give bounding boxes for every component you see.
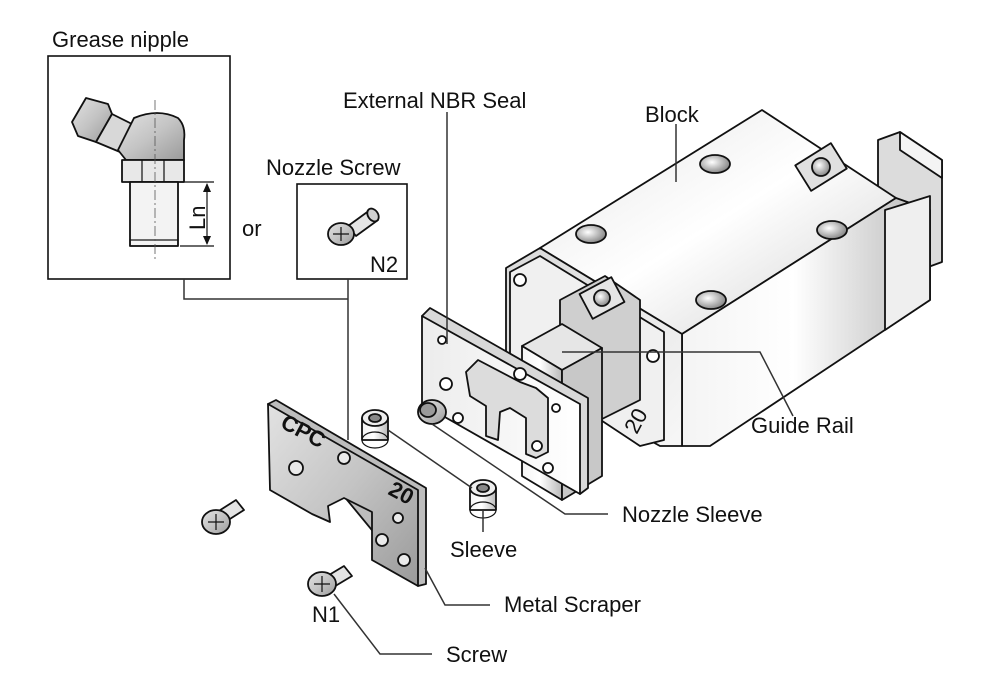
screw-n1-icon	[307, 565, 353, 597]
sleeve-link-leader	[387, 429, 473, 489]
nozzle-sleeve-label: Nozzle Sleeve	[622, 502, 763, 527]
nozzle-sleeve-leader	[431, 423, 608, 515]
grease-nipple-elbow	[117, 112, 186, 161]
metal-scraper-leader	[424, 567, 490, 606]
nozzle-screw-inset	[296, 183, 408, 280]
screw-leader	[333, 593, 432, 655]
sleeve-upper	[361, 409, 389, 449]
external-nbr-seal-label: External NBR Seal	[343, 88, 526, 113]
ln-dimension	[180, 181, 214, 247]
guide-rail-label: Guide Rail	[751, 413, 854, 438]
nozzle-screw-icon	[327, 207, 380, 246]
guide-rail-leader	[562, 351, 794, 417]
grease-nipple-leader	[183, 279, 348, 300]
external-nbr-seal	[421, 307, 589, 495]
ln-label: Ln	[185, 206, 210, 230]
block-label: Block	[645, 102, 700, 127]
nozzle-sleeve	[417, 399, 447, 425]
grease-nipple-label: Grease nipple	[52, 27, 189, 52]
metal-scraper-label: Metal Scraper	[504, 592, 641, 617]
grease-nipple-inset: Ln	[47, 55, 231, 280]
sleeve-lower	[469, 479, 497, 519]
metal-scraper: CPC 20	[267, 399, 427, 587]
sleeve-label: Sleeve	[450, 537, 517, 562]
grease-nipple-shaft	[129, 181, 179, 247]
grease-nipple-hex-nut	[121, 159, 185, 183]
n1-label: N1	[312, 602, 340, 627]
nozzle-screw-label: Nozzle Screw	[266, 155, 401, 180]
screw-label: Screw	[446, 642, 507, 667]
n2-label: N2	[370, 252, 398, 277]
or-label: or	[242, 216, 262, 241]
screw-left-icon	[201, 499, 245, 535]
